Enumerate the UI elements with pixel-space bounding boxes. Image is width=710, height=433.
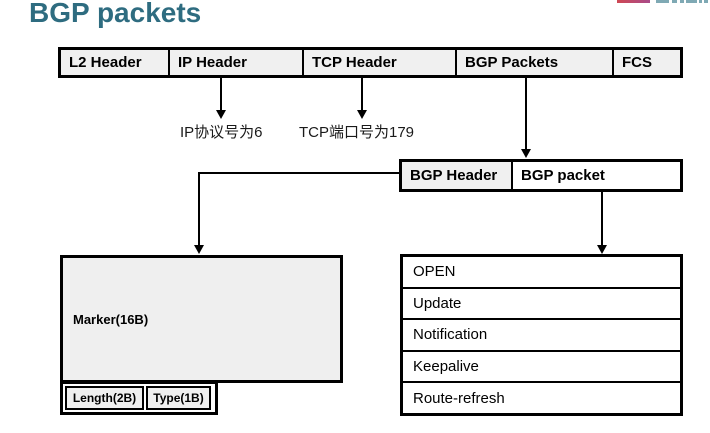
annotation-tcp-port: TCP端口号为179	[299, 124, 415, 141]
logo-fragment-dash	[656, 0, 669, 3]
arrow-head-bgp-packets	[521, 149, 531, 158]
cell-bgp-packets: BGP Packets	[455, 50, 612, 75]
cell-bgp-packet: BGP packet	[513, 162, 680, 189]
logo-fragment-dash	[686, 0, 697, 3]
cell-tcp-header: TCP Header	[302, 50, 455, 75]
fields-length-type-row: Length(2B) Type(1B)	[60, 381, 218, 415]
field-type: Type(1B)	[146, 386, 211, 410]
page-title: BGP packets	[29, 0, 202, 28]
cell-l2-header: L2 Header	[61, 50, 168, 75]
field-length: Length(2B)	[65, 386, 144, 410]
bgp-message-box: BGP Header BGP packet	[399, 159, 683, 192]
field-marker: Marker(16B)	[60, 255, 343, 383]
packet-structure-row: L2 Header IP Header TCP Header BGP Packe…	[58, 47, 683, 78]
logo-fragment-dash	[704, 0, 708, 3]
msg-type-notification: Notification	[403, 318, 680, 350]
cell-ip-header: IP Header	[168, 50, 302, 75]
cell-fcs: FCS	[612, 50, 680, 75]
logo-fragment-dash	[680, 0, 684, 3]
msg-type-keepalive: Keepalive	[403, 349, 680, 382]
logo-fragment-dash	[699, 0, 702, 3]
arrow-head-msg-list	[597, 245, 607, 254]
logo-fragment-red-bar	[617, 0, 650, 3]
cell-bgp-header: BGP Header	[402, 162, 513, 189]
arrow-line-ip	[220, 78, 222, 111]
arrow-head-marker	[194, 245, 204, 254]
msg-type-open: OPEN	[403, 257, 680, 287]
arrow-line-tcp	[361, 78, 363, 111]
arrow-head-ip	[216, 110, 226, 119]
msg-type-update: Update	[403, 286, 680, 319]
arrow-line-bgp-packet	[601, 192, 603, 246]
logo-fragment-dash	[672, 0, 677, 3]
msg-type-route-refresh: Route-refresh	[403, 381, 680, 413]
arrow-line-bgp-packets	[525, 78, 527, 150]
elbow-line-horizontal	[198, 172, 399, 174]
bgp-message-types-list: OPEN Update Notification Keepalive Route…	[400, 254, 683, 416]
elbow-line-vertical	[198, 172, 200, 246]
arrow-head-tcp	[357, 110, 367, 119]
annotation-ip-protocol: IP协议号为6	[180, 124, 263, 141]
